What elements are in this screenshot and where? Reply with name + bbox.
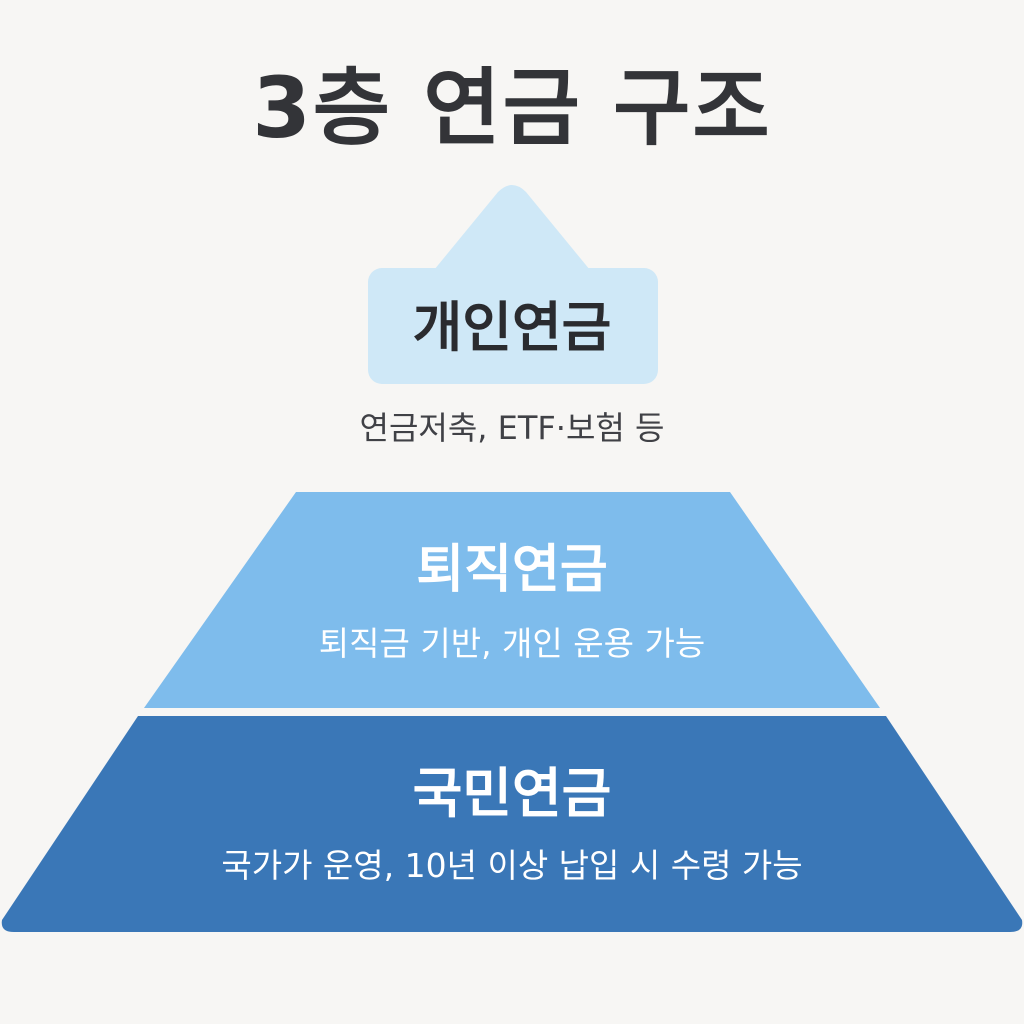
tier-personal-pension-description: 연금저축, ETF·보험 등 — [359, 409, 665, 447]
tier-personal-pension-peak — [434, 185, 590, 270]
tier-national-pension-name: 국민연금 — [412, 762, 612, 825]
tier-retirement-pension-shape — [144, 492, 880, 708]
diagram-title: 3층 연금 구조 — [252, 59, 772, 157]
tier-national-pension-description: 국가가 운영, 10년 이상 납입 시 수령 가능 — [221, 846, 803, 885]
tier-retirement-pension-description: 퇴직금 기반, 개인 운용 가능 — [318, 624, 706, 663]
tier-personal-pension-shape — [368, 185, 658, 384]
tier-personal-pension-box — [368, 268, 658, 384]
tier-personal-pension-name: 개인연금 — [412, 296, 612, 359]
tier-retirement-pension-name: 퇴직연금 — [416, 540, 608, 600]
tier-national-pension-shape — [1, 716, 1023, 932]
